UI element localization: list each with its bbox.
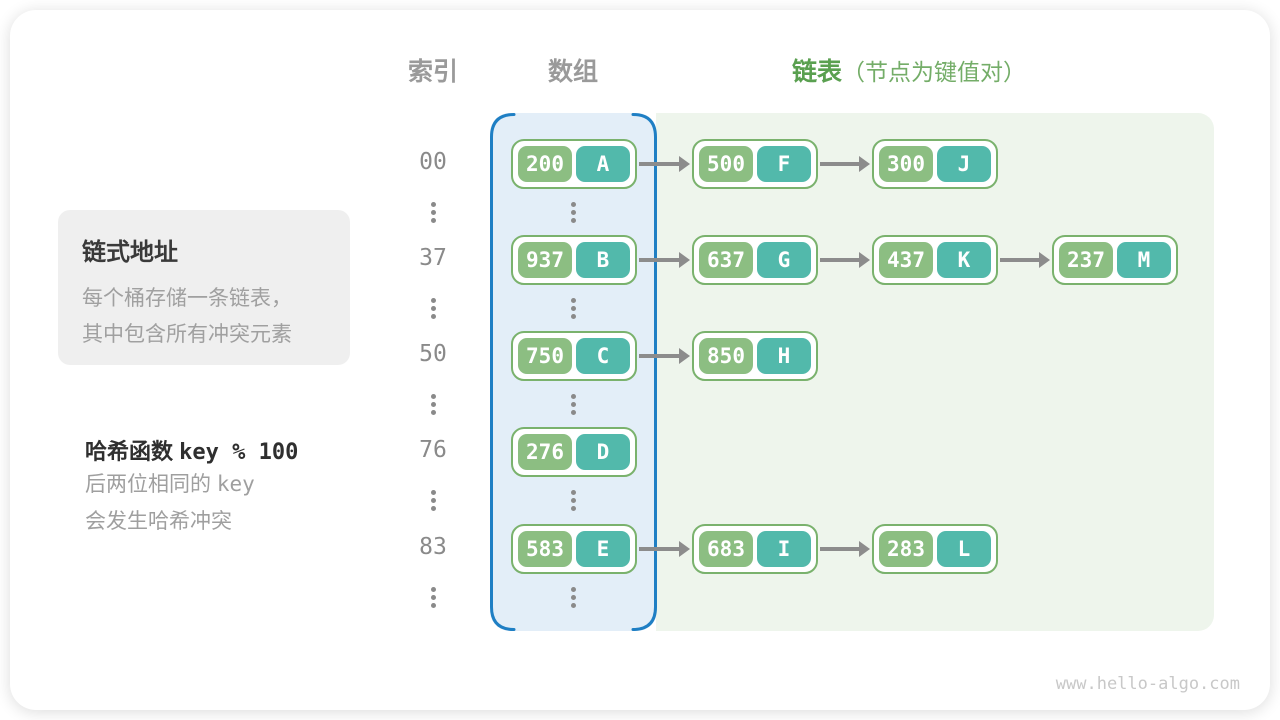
ellipsis-dots-icon xyxy=(570,490,576,511)
watermark: www.hello-algo.com xyxy=(1055,674,1240,694)
node-value: B xyxy=(576,242,630,278)
array-bracket-border xyxy=(490,113,657,631)
node-value: F xyxy=(757,146,811,182)
bucket-index: 37 xyxy=(419,245,447,271)
hash-function-prefix: 哈希函数 xyxy=(85,439,180,464)
arrow-icon xyxy=(820,252,870,268)
node-key: 583 xyxy=(518,531,572,567)
node-key: 276 xyxy=(518,434,572,470)
ellipsis-dots-icon xyxy=(570,202,576,223)
node-value: K xyxy=(937,242,991,278)
node-key: 937 xyxy=(518,242,572,278)
node-key: 283 xyxy=(879,531,933,567)
arrow-icon xyxy=(820,156,870,172)
list-header-label: 链表 xyxy=(792,58,843,86)
node-key: 637 xyxy=(699,242,753,278)
info-box-title: 链式地址 xyxy=(82,239,178,266)
column-header-index: 索引 xyxy=(407,58,458,86)
column-header-list: 链表（节点为键值对） xyxy=(792,52,1026,88)
ellipsis-dots-icon xyxy=(430,202,436,223)
hash-note-line2: 会发生哈希冲突 xyxy=(85,510,232,533)
hash-note-line1: 后两位相同的 key xyxy=(85,466,298,503)
hash-function-note: 哈希函数 key % 100 后两位相同的 key 会发生哈希冲突 xyxy=(85,434,298,540)
ellipsis-dots-icon xyxy=(430,587,436,608)
hash-function-title: 哈希函数 key % 100 xyxy=(85,434,298,466)
arrow-icon xyxy=(639,541,690,557)
ellipsis-dots-icon xyxy=(570,587,576,608)
bucket-index: 00 xyxy=(419,149,447,175)
info-box-line1: 每个桶存储一条链表， xyxy=(82,287,292,310)
node-key: 683 xyxy=(699,531,753,567)
ellipsis-dots-icon xyxy=(570,298,576,319)
node-value: L xyxy=(937,531,991,567)
info-box-body: 每个桶存储一条链表， 其中包含所有冲突元素 xyxy=(82,281,326,353)
node-value: I xyxy=(757,531,811,567)
node-key: 500 xyxy=(699,146,753,182)
node-value: M xyxy=(1117,242,1171,278)
node-value: A xyxy=(576,146,630,182)
ellipsis-dots-icon xyxy=(570,394,576,415)
hash-function-code: key % 100 xyxy=(179,440,299,465)
bucket-index: 76 xyxy=(419,437,447,463)
arrow-icon xyxy=(639,348,690,364)
node-value: D xyxy=(576,434,630,470)
ellipsis-dots-icon xyxy=(430,490,436,511)
info-box: 链式地址 每个桶存储一条链表， 其中包含所有冲突元素 xyxy=(58,210,350,365)
node-value: H xyxy=(757,338,811,374)
node-value: E xyxy=(576,531,630,567)
hash-note-line1-code: key xyxy=(216,472,255,496)
bucket-index: 50 xyxy=(419,341,447,367)
node-value: J xyxy=(937,146,991,182)
arrow-icon xyxy=(1000,252,1050,268)
hash-note-line1-zh: 后两位相同的 xyxy=(85,473,217,496)
node-key: 200 xyxy=(518,146,572,182)
node-key: 437 xyxy=(879,242,933,278)
info-box-line2: 其中包含所有冲突元素 xyxy=(82,323,292,346)
node-key: 300 xyxy=(879,146,933,182)
column-header-array: 数组 xyxy=(547,58,598,86)
arrow-icon xyxy=(639,252,690,268)
arrow-icon xyxy=(639,156,690,172)
ellipsis-dots-icon xyxy=(430,298,436,319)
list-header-note: （节点为键值对） xyxy=(842,59,1027,85)
ellipsis-dots-icon xyxy=(430,394,436,415)
bucket-index: 83 xyxy=(419,534,447,560)
node-value: G xyxy=(757,242,811,278)
node-key: 237 xyxy=(1059,242,1113,278)
node-key: 750 xyxy=(518,338,572,374)
node-value: C xyxy=(576,338,630,374)
arrow-icon xyxy=(820,541,870,557)
node-key: 850 xyxy=(699,338,753,374)
